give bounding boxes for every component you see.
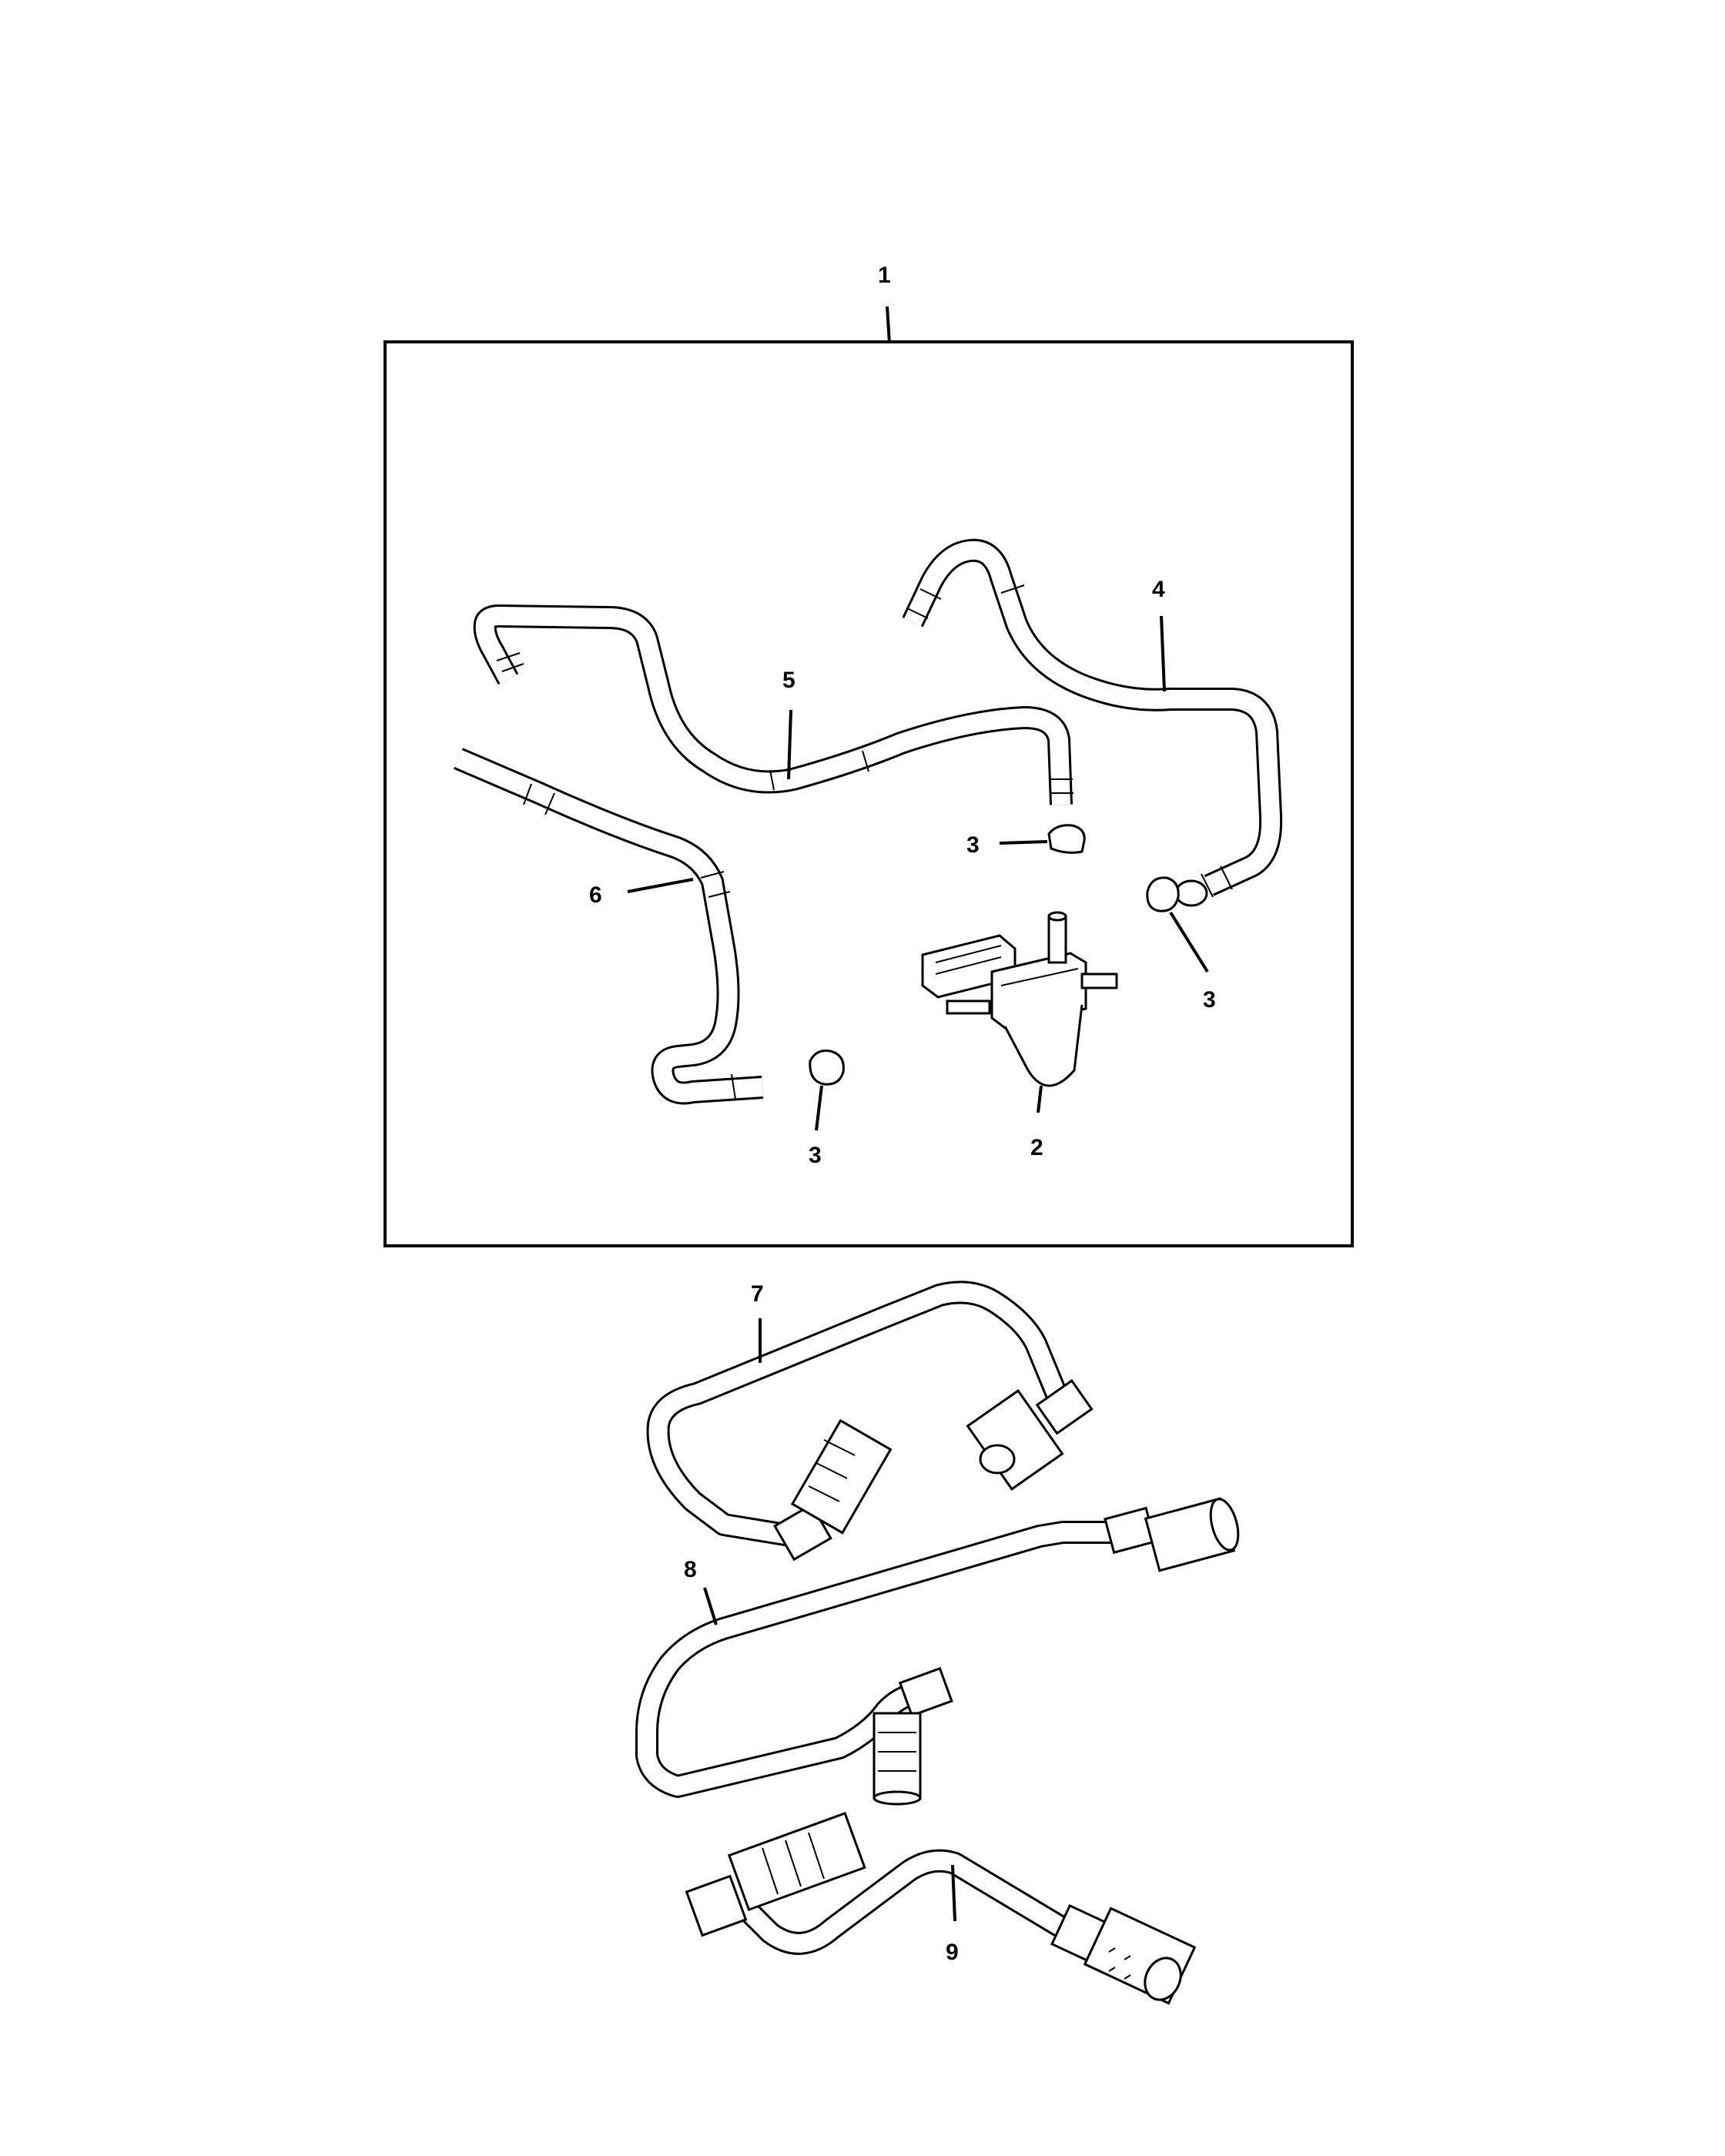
callout-1: 1 (878, 263, 891, 288)
harness-7 (646, 1281, 1094, 1562)
callout-leader-3b (1169, 911, 1209, 973)
callout-9: 9 (946, 1940, 959, 1965)
callout-leader-4 (1160, 615, 1166, 692)
callout-leader-3c (815, 1085, 823, 1131)
callout-8: 8 (684, 1557, 697, 1582)
callout-7: 7 (751, 1281, 764, 1307)
hose-6 (454, 748, 763, 1105)
clamp-3-upper (1047, 824, 1086, 854)
clamp-3-lower (809, 1050, 845, 1086)
callout-leader-3a (999, 840, 1048, 845)
callout-4: 4 (1152, 577, 1165, 602)
callout-leader-8 (703, 1587, 718, 1625)
callout-3a: 3 (966, 832, 980, 858)
callout-leader-2 (1037, 1085, 1043, 1113)
callout-leader-9 (951, 1864, 956, 1922)
clamp-3-right (1146, 876, 1180, 912)
callout-leader-6 (627, 878, 694, 893)
harness-8 (635, 1497, 1240, 1806)
kit-group-box (384, 340, 1354, 1247)
callout-leader-1 (886, 306, 891, 344)
hose-5 (473, 604, 1074, 805)
callout-3b: 3 (1203, 987, 1216, 1013)
hose-4 (902, 538, 1283, 907)
callout-leader-5 (787, 709, 792, 780)
callout-6: 6 (589, 882, 602, 908)
callout-2: 2 (1030, 1135, 1043, 1160)
solenoid-valve-2 (921, 911, 1118, 1087)
callout-3c: 3 (809, 1143, 822, 1168)
harness-9 (685, 1812, 1197, 2005)
callout-5: 5 (782, 668, 796, 693)
